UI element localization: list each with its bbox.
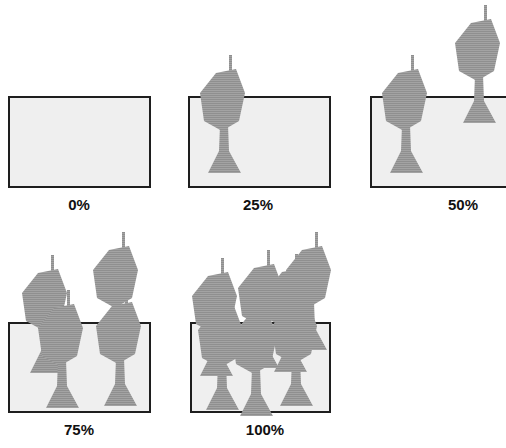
- percent-label: 25%: [223, 196, 293, 214]
- percent-box: 25%: [188, 96, 331, 188]
- trees-100: [192, 232, 331, 416]
- percent-label: 0%: [44, 196, 114, 214]
- percent-box: 100%: [190, 322, 331, 413]
- trees-75: [22, 232, 141, 408]
- trees-50: [382, 5, 500, 173]
- percent-label: 100%: [230, 421, 300, 439]
- trees-25: [200, 55, 245, 173]
- percent-box: 50%: [370, 96, 506, 188]
- percent-box: 0%: [8, 96, 151, 188]
- percent-label: 50%: [428, 196, 498, 214]
- percent-label: 75%: [44, 421, 114, 439]
- percent-box: 75%: [8, 322, 151, 413]
